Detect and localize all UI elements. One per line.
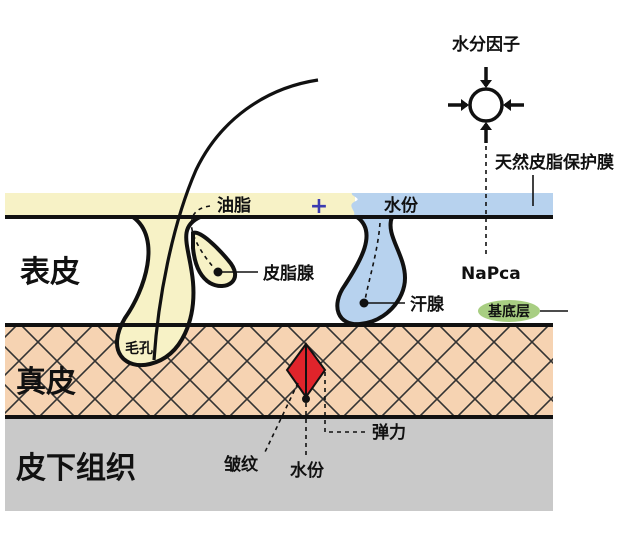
plus-icon: + bbox=[310, 194, 328, 219]
water-film bbox=[351, 193, 553, 217]
label-water-top: 水份 bbox=[384, 195, 419, 216]
label-pore: 毛孔 bbox=[125, 340, 153, 357]
label-napca: NaPca bbox=[461, 264, 521, 284]
label-epidermis: 表皮 bbox=[20, 255, 80, 290]
label-wrinkle: 皱纹 bbox=[223, 454, 259, 475]
pore-follicle bbox=[115, 215, 201, 368]
label-sebaceous-gland: 皮脂腺 bbox=[263, 263, 315, 284]
sweat-dot bbox=[359, 298, 369, 308]
leader-sebum bbox=[190, 205, 215, 269]
leader-elasticity bbox=[324, 372, 365, 433]
subcutis-layer bbox=[5, 417, 553, 511]
water-bottom-dot bbox=[302, 395, 310, 403]
hair-strand bbox=[152, 78, 319, 361]
label-water-bottom: 水份 bbox=[290, 460, 325, 481]
nmf-icon bbox=[448, 67, 524, 143]
label-sweat-gland: 汗腺 bbox=[410, 294, 445, 315]
label-natural-membrane: 天然皮脂保护膜 bbox=[495, 152, 614, 173]
label-basal-layer: 基底层 bbox=[488, 303, 530, 320]
dermis-crosshatch bbox=[5, 325, 553, 417]
basal-layer-badge bbox=[478, 300, 540, 322]
label-elasticity: 弹力 bbox=[372, 422, 406, 443]
epidermis-layer bbox=[5, 217, 553, 325]
label-dermis: 真皮 bbox=[16, 365, 76, 400]
sebum-dot bbox=[213, 267, 223, 277]
label-nmf: 水分因子 bbox=[452, 34, 520, 55]
label-sebum: 油脂 bbox=[217, 195, 251, 216]
label-subcutis: 皮下组织 bbox=[16, 451, 136, 486]
